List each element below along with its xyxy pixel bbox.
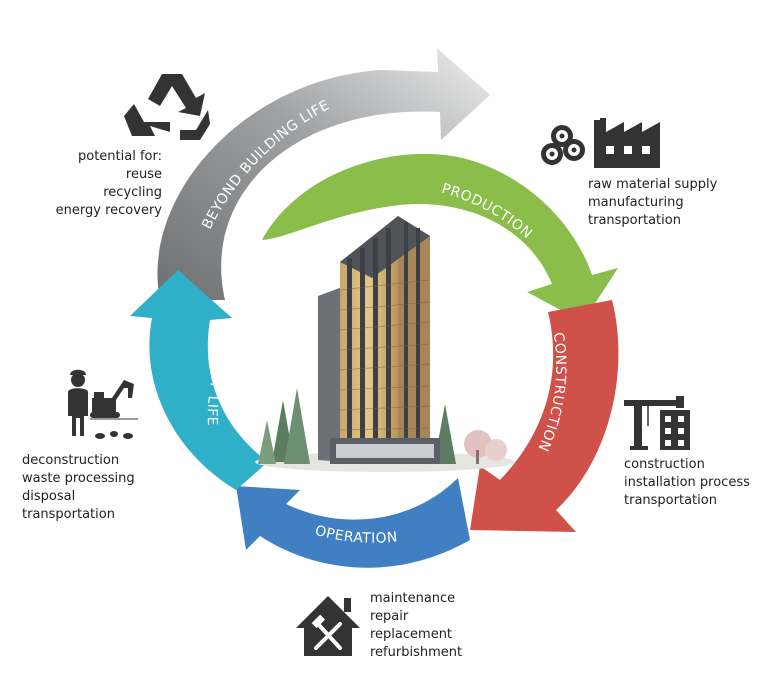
production-item: manufacturing xyxy=(588,195,684,210)
mass-timber-tower-illustration xyxy=(255,216,515,472)
production-arrow xyxy=(262,153,618,322)
operation-arrow xyxy=(236,478,470,568)
end-of-life-item: disposal xyxy=(22,489,76,504)
production-items: raw material supply manufacturing transp… xyxy=(588,176,717,230)
crane-building-icon xyxy=(624,396,690,450)
operation-items: maintenance repair replacement refurbish… xyxy=(370,590,462,662)
operation-item: replacement xyxy=(370,627,453,642)
recycle-icon xyxy=(124,74,210,140)
beyond-item: reuse xyxy=(125,167,162,182)
beyond-items: potential for: reuse recycling energy re… xyxy=(56,148,162,220)
operation-item: repair xyxy=(370,609,409,624)
beyond-item: energy recovery xyxy=(55,203,162,218)
end-of-life-arrow xyxy=(130,270,268,490)
production-item: raw material supply xyxy=(588,177,718,192)
house-tools-icon xyxy=(296,596,360,656)
construction-items: construction installation process transp… xyxy=(624,456,750,510)
construction-item: transportation xyxy=(624,493,717,508)
beyond-item: recycling xyxy=(103,185,162,200)
construction-item: construction xyxy=(624,457,705,472)
factory-logs-icon xyxy=(541,118,660,168)
construction-arrow xyxy=(470,300,619,532)
operation-item: maintenance xyxy=(370,591,456,606)
end-of-life-item: waste processing xyxy=(22,471,135,486)
end-of-life-item: deconstruction xyxy=(22,453,120,468)
worker-excavator-icon xyxy=(68,369,138,439)
end-of-life-items: deconstruction waste processing disposal… xyxy=(22,452,135,524)
beyond-item: potential for: xyxy=(78,149,162,164)
end-of-life-item: transportation xyxy=(22,507,115,522)
operation-item: refurbishment xyxy=(370,645,463,660)
production-item: transportation xyxy=(588,213,681,228)
construction-item: installation process xyxy=(624,475,750,490)
beyond-building-life-arrow xyxy=(157,48,490,300)
